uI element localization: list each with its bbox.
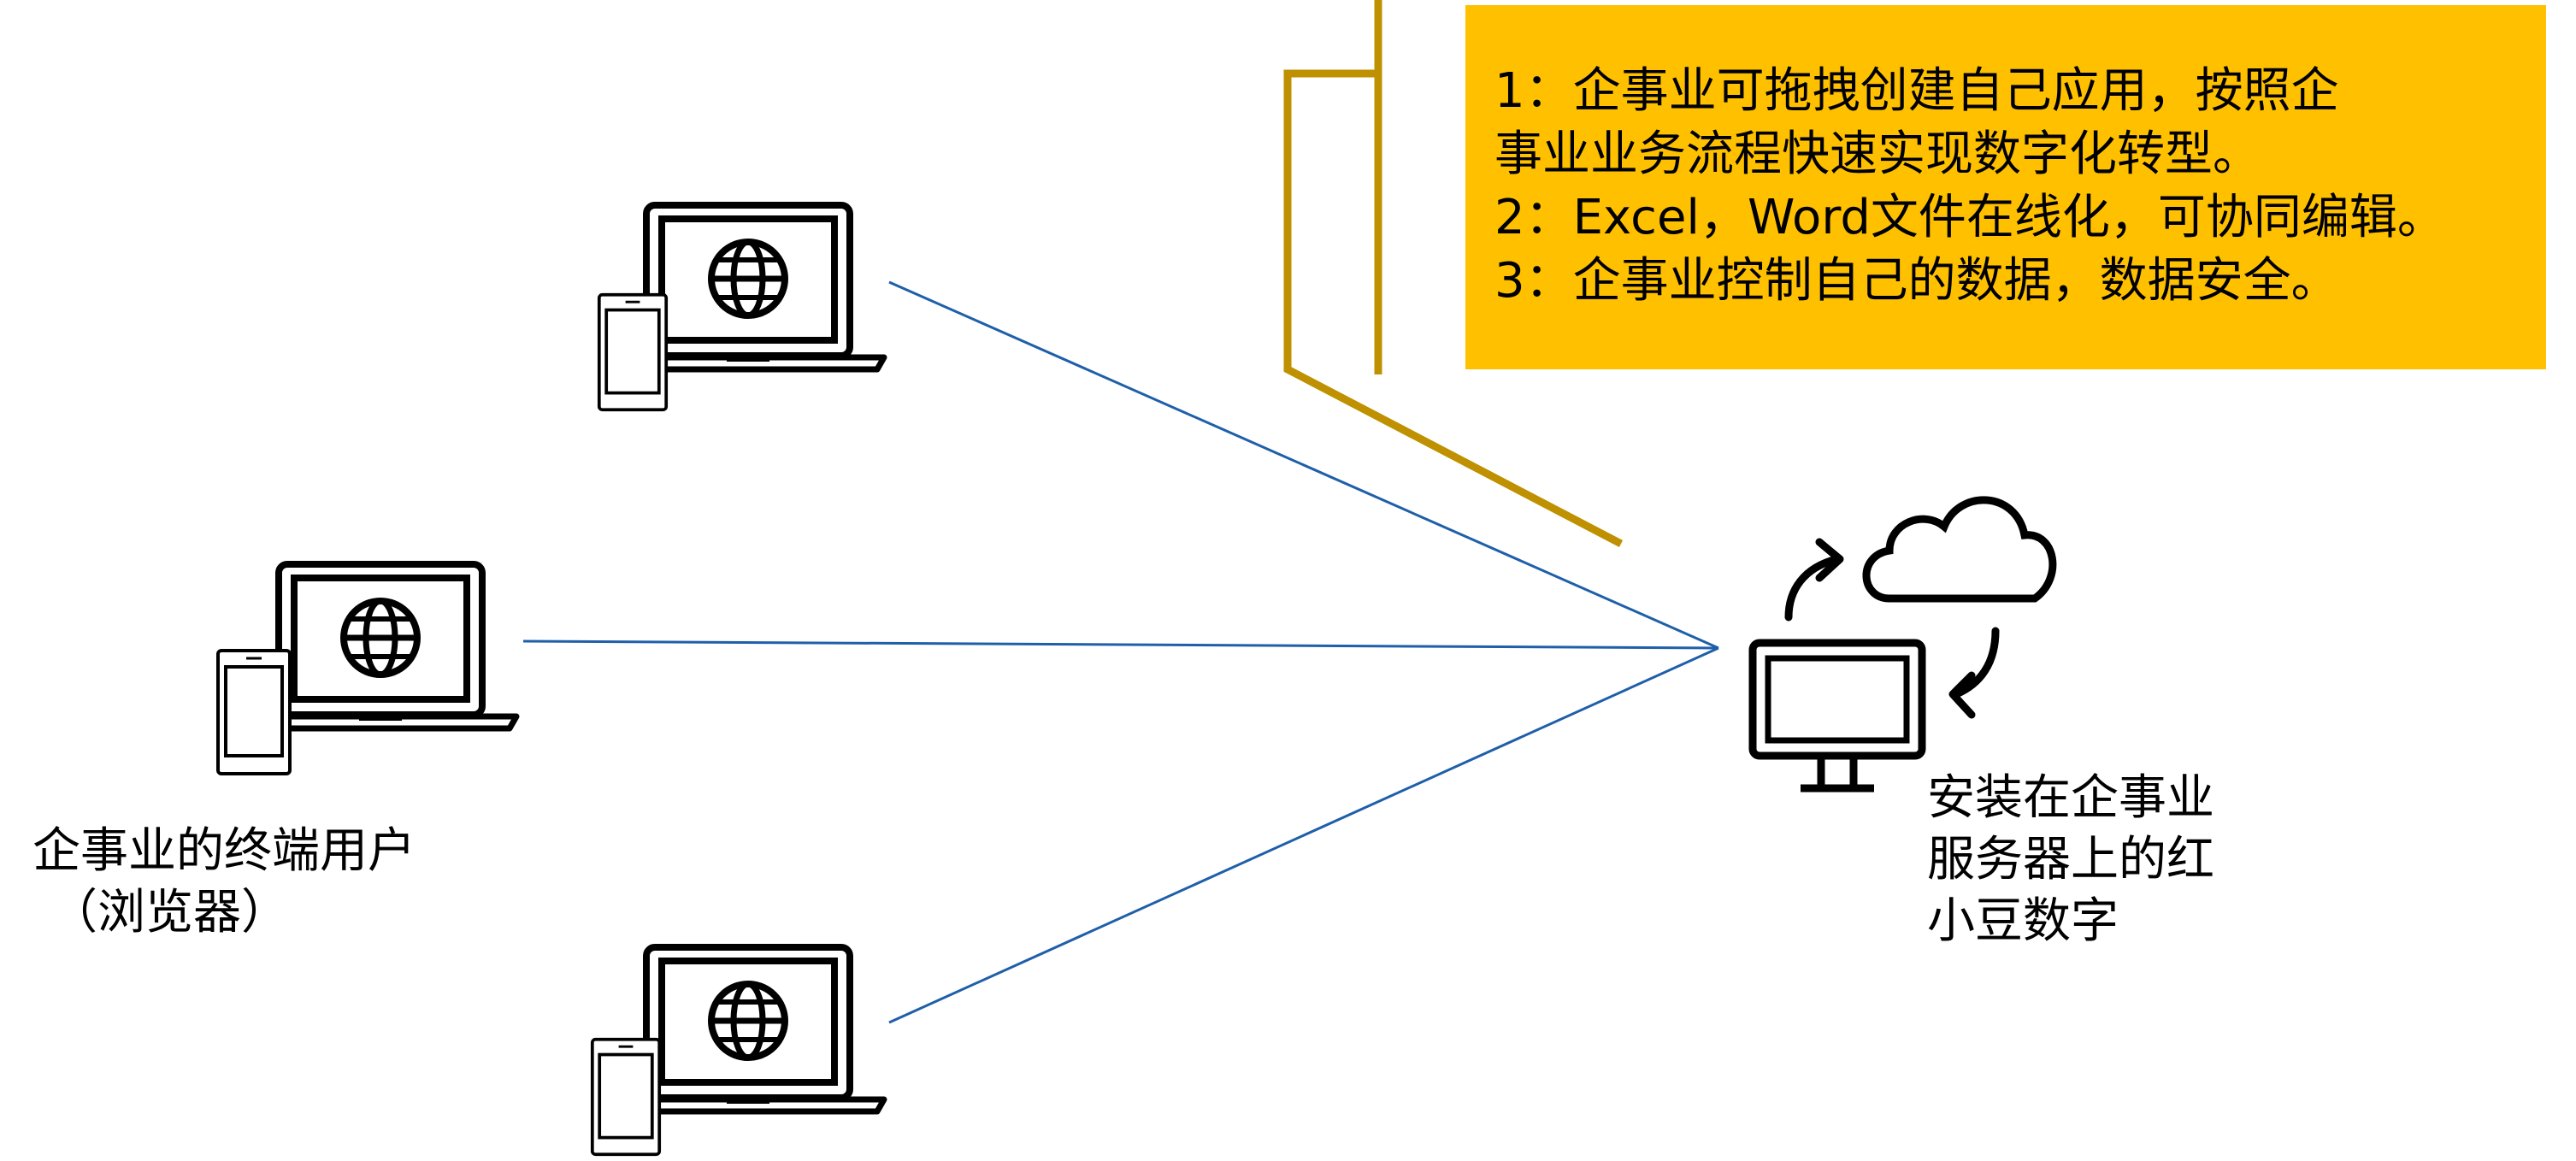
phone-icon	[218, 651, 290, 774]
connector-line-top	[888, 280, 1719, 650]
monitor-icon	[1748, 639, 1926, 793]
callout-bracket	[1283, 0, 1624, 547]
server-label: 安装在企事业 服务器上的红 小豆数字	[1927, 768, 2214, 952]
callout-box: 1：企事业可拖拽创建自己应用，按照企 事业业务流程快速实现数字化转型。 2：Ex…	[1465, 5, 2546, 369]
connector-lines	[522, 280, 1719, 1024]
phone-icon	[590, 1037, 662, 1157]
callout-line-2: 事业业务流程快速实现数字化转型。	[1494, 127, 2261, 182]
server-label-line-1: 安装在企事业	[1927, 770, 2214, 826]
clients-label-line-1: 企事业的终端用户	[32, 823, 416, 879]
cloud-icon	[1862, 496, 2057, 603]
callout-line-3: 2：Excel，Word文件在线化，可协同编辑。	[1494, 190, 2445, 245]
client-device-middle	[218, 564, 516, 774]
client-device-bottom	[590, 947, 884, 1157]
connector-line-bottom	[888, 646, 1719, 1024]
server-label-line-3: 小豆数字	[1927, 893, 2119, 949]
phone-icon	[597, 292, 669, 412]
callout-line-4: 3：企事业控制自己的数据，数据安全。	[1494, 253, 2339, 309]
server-icon-group	[1748, 496, 2057, 793]
client-device-top	[597, 205, 884, 412]
sync-arrows-icon	[1784, 538, 2000, 719]
server-label-line-2: 服务器上的红	[1927, 832, 2214, 887]
callout-line-1: 1：企事业可拖拽创建自己应用，按照企	[1494, 63, 2339, 119]
clients-label-line-2: （浏览器）	[50, 885, 289, 940]
clients-label: 企事业的终端用户 （浏览器）	[32, 821, 416, 944]
connector-line-middle	[522, 639, 1719, 650]
